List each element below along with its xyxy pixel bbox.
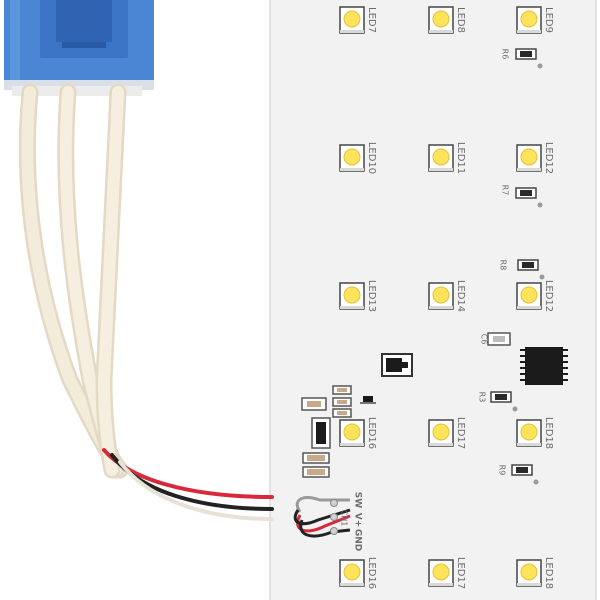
led-15: LED18 <box>516 557 554 589</box>
led-label: LED8 <box>455 7 466 33</box>
ic-chip <box>520 347 568 385</box>
resistor-label: R8 <box>499 260 508 271</box>
resistor-label: R3 <box>478 392 487 403</box>
led-label: LED13 <box>366 280 377 312</box>
led-label: LED9 <box>543 7 554 33</box>
led-4: LED10 <box>339 142 377 174</box>
wire-bundle <box>18 83 274 521</box>
resistor-label: R9 <box>498 465 507 476</box>
resistor-4: R3 <box>478 391 518 412</box>
pin-vplus-label: V+ <box>353 513 363 528</box>
led-5: LED11 <box>428 142 466 174</box>
led-13: LED16 <box>339 557 377 589</box>
led-6: LED12 <box>516 142 554 174</box>
resistor-label: R6 <box>501 49 510 60</box>
led-1: LED7 <box>339 6 377 34</box>
led-9: LED12 <box>516 280 554 312</box>
led-label: LED14 <box>455 280 466 312</box>
led-label: LED10 <box>366 142 377 174</box>
small-components <box>301 385 376 478</box>
capacitor-c6: C6 <box>480 332 511 346</box>
led-10: LED16 <box>339 417 377 449</box>
led-3: LED9 <box>516 6 554 34</box>
connector-id-label: CN1 <box>340 510 349 527</box>
led-label: LED7 <box>366 7 377 33</box>
led-label: LED17 <box>455 557 466 589</box>
led-8: LED14 <box>428 280 466 312</box>
blue-connector <box>4 0 154 96</box>
led-label: LED18 <box>543 557 554 589</box>
led-11: LED17 <box>428 417 466 449</box>
resistor-label: R7 <box>501 185 510 196</box>
capacitor-label: C6 <box>480 334 489 345</box>
led-label: LED17 <box>455 417 466 449</box>
led-label: LED12 <box>543 142 554 174</box>
led-label: LED12 <box>543 280 554 312</box>
led-label: LED16 <box>366 417 377 449</box>
led-7: LED13 <box>339 280 377 312</box>
led-14: LED17 <box>428 557 466 589</box>
resistor-1: R6 <box>501 48 543 69</box>
led-label: LED18 <box>543 417 554 449</box>
resistor-5: R9 <box>498 464 539 485</box>
transistor <box>381 353 413 377</box>
led-2: LED8 <box>428 6 466 34</box>
led-label: LED11 <box>455 142 466 174</box>
pin-gnd-label: GND <box>353 529 363 551</box>
led-12: LED18 <box>516 417 554 449</box>
wire-loops <box>293 496 351 538</box>
led-label: LED16 <box>366 557 377 589</box>
resistor-3: R8 <box>499 259 545 280</box>
pin-sw-label: SW <box>353 492 363 508</box>
connector-pin-labels: SW V+ GND CN1 <box>330 492 363 551</box>
resistor-2: R7 <box>501 185 543 208</box>
